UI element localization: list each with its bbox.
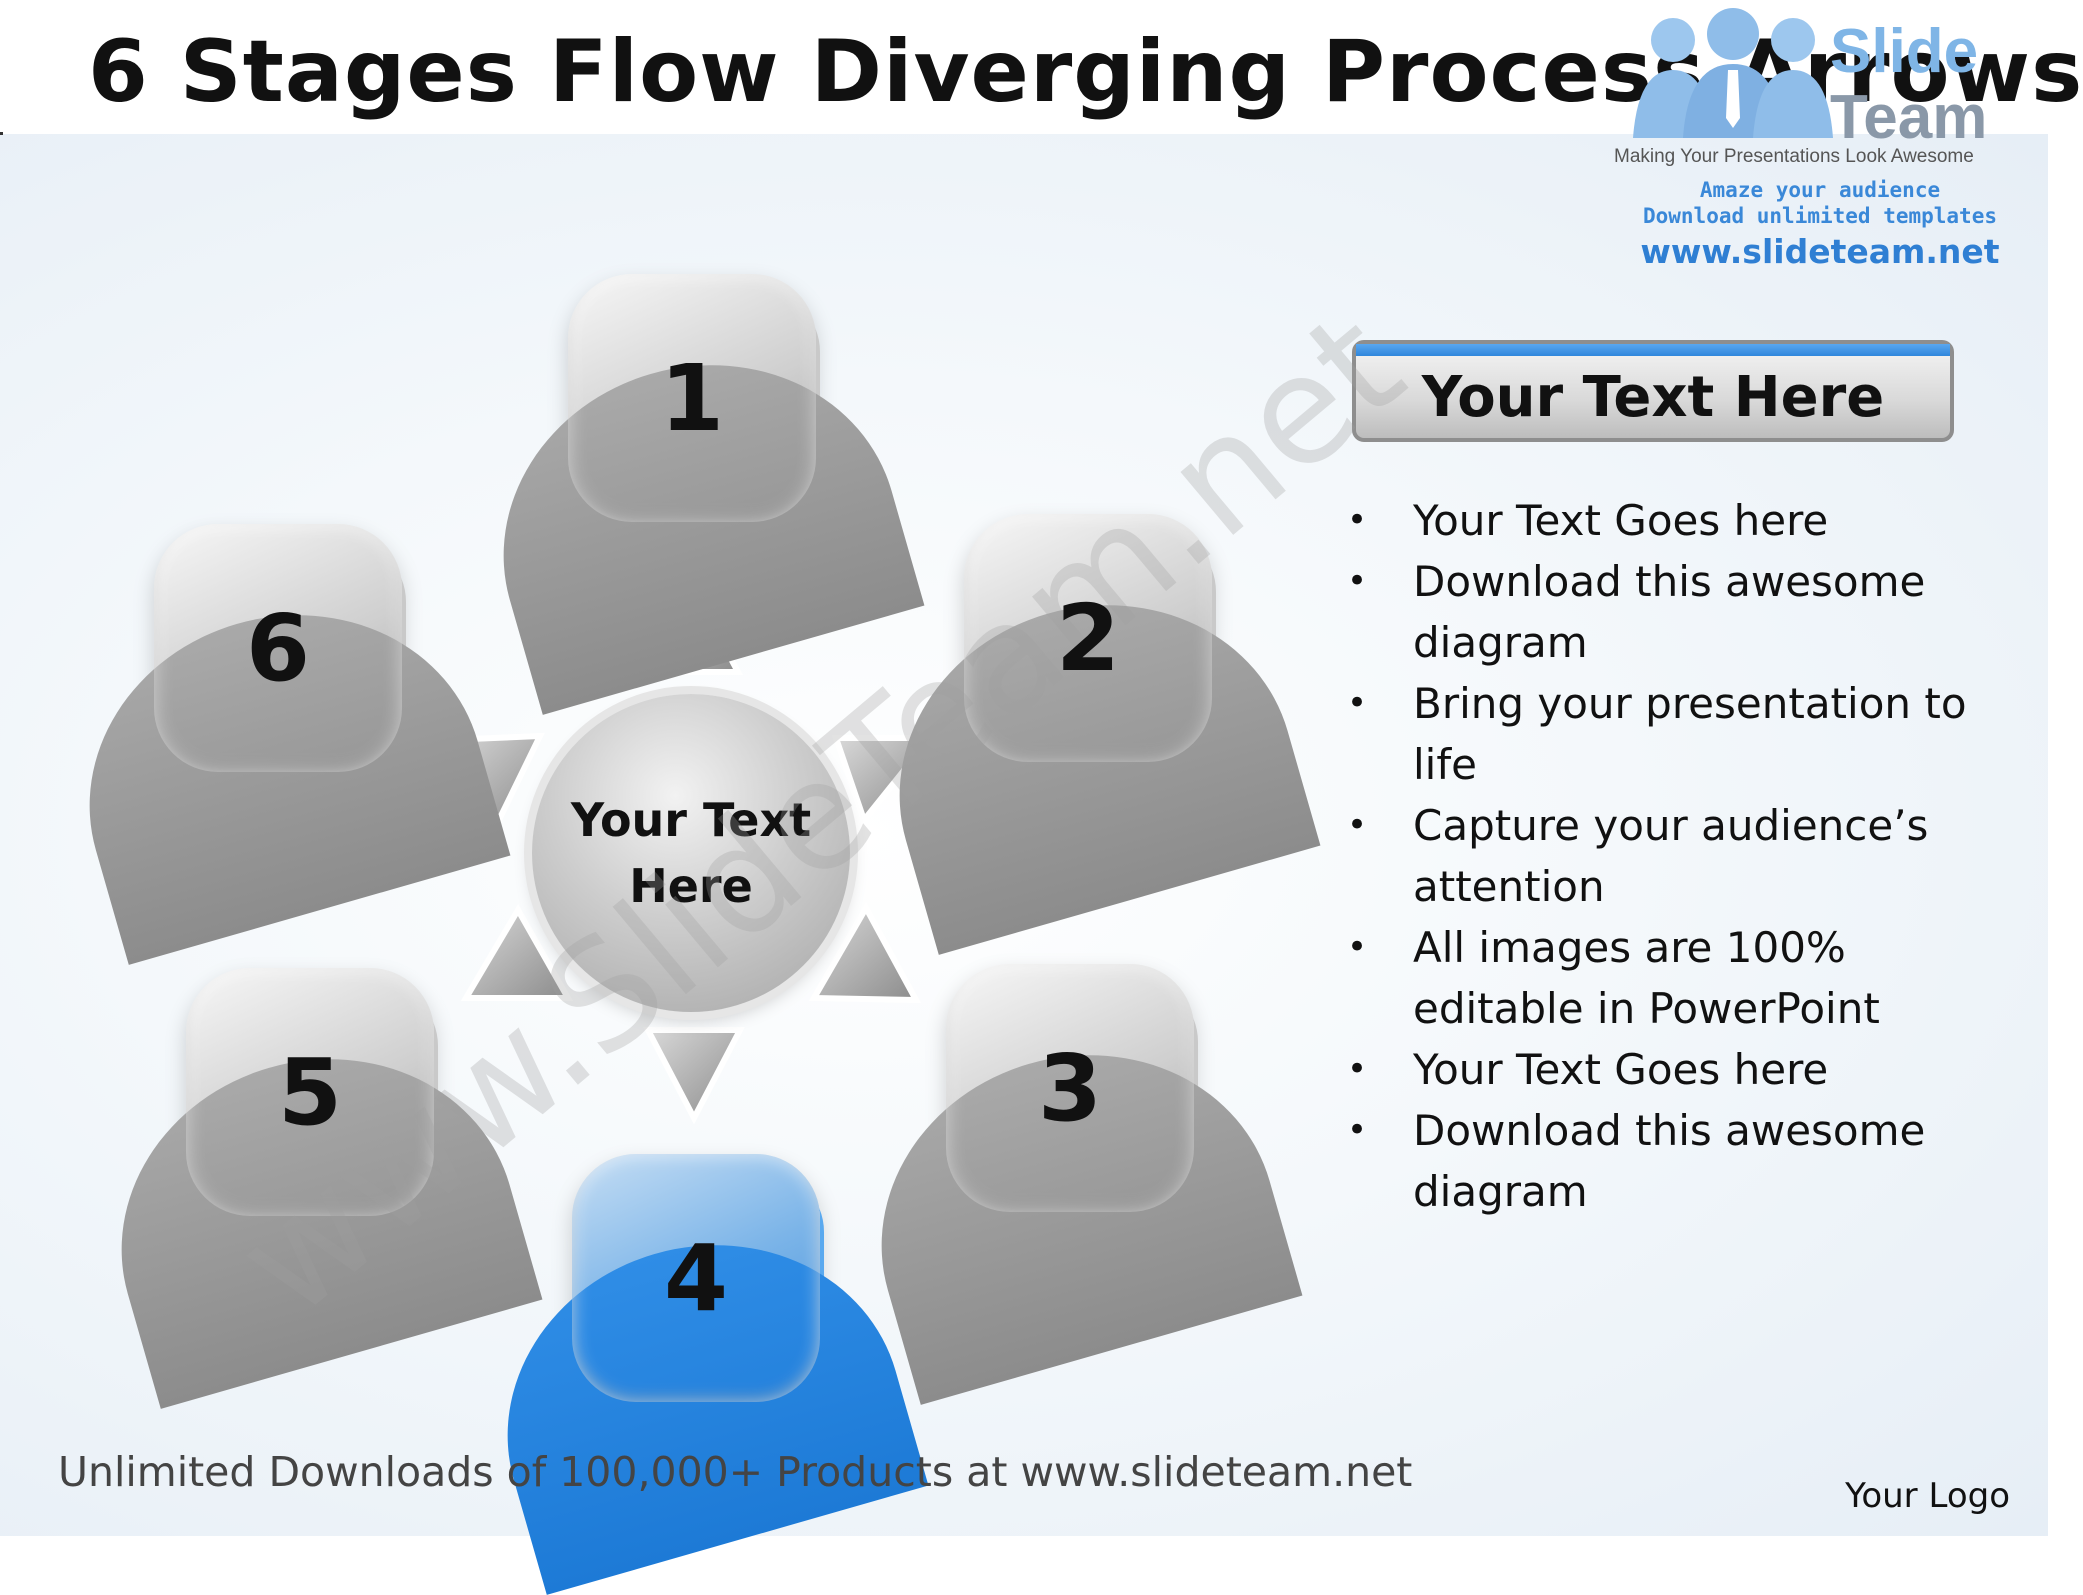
slideteam-logo: Slide Team Making Your Presentations Loo…	[1610, 8, 2040, 271]
logo-download-text: Download unlimited templates	[1642, 204, 1997, 228]
panel-header-title: Your Text Here	[1421, 364, 1885, 430]
stage-number: 4	[663, 1224, 728, 1332]
stage-number: 3	[1037, 1034, 1102, 1142]
bullet-item: Your Text Goes here	[1345, 1039, 1985, 1100]
people-logo-icon	[1633, 8, 1833, 138]
center-text: Your Text Here	[570, 793, 812, 913]
footer-text: Unlimited Downloads of 100,000+ Products…	[58, 1448, 1413, 1496]
stage-number: 1	[659, 344, 724, 452]
stage-box-6: 6	[154, 524, 402, 772]
stage-box-2: 2	[964, 514, 1212, 762]
bullet-item: Download this awesome diagram	[1345, 1100, 1985, 1222]
logo-url: www.slideteam.net	[1640, 232, 2000, 271]
stage-box-5: 5	[186, 968, 434, 1216]
stage-number: 5	[277, 1038, 342, 1146]
bullet-item: Download this awesome diagram	[1345, 551, 1985, 673]
bullet-item: Bring your presentation to life	[1345, 673, 1985, 795]
logo-amaze-text: Amaze your audience	[1699, 178, 1941, 202]
bullet-list: Your Text Goes here Download this awesom…	[1345, 490, 1985, 1222]
logo-tagline: Making Your Presentations Look Awesome	[1614, 146, 1974, 167]
logo-word-slide: Slide	[1830, 17, 1979, 86]
bullet-item: Your Text Goes here	[1345, 490, 1985, 551]
bullet-item: Capture your audience’s attention	[1345, 795, 1985, 917]
stage-box-3: 3	[946, 964, 1194, 1212]
logo-word-team: Team	[1830, 83, 1988, 152]
center-circle: Your Text Here	[532, 694, 850, 1012]
stage-box-1: 1	[568, 274, 816, 522]
corner-marker	[0, 132, 3, 135]
stage-number: 2	[1055, 584, 1120, 692]
panel-header-accent	[1356, 344, 1950, 356]
stage-box-4: 4	[572, 1154, 820, 1402]
bullet-item: All images are 100% editable in PowerPoi…	[1345, 917, 1985, 1039]
logo-placeholder: Your Logo	[1845, 1476, 2010, 1516]
stage-number: 6	[245, 594, 310, 702]
panel-header: Your Text Here	[1352, 340, 1954, 442]
